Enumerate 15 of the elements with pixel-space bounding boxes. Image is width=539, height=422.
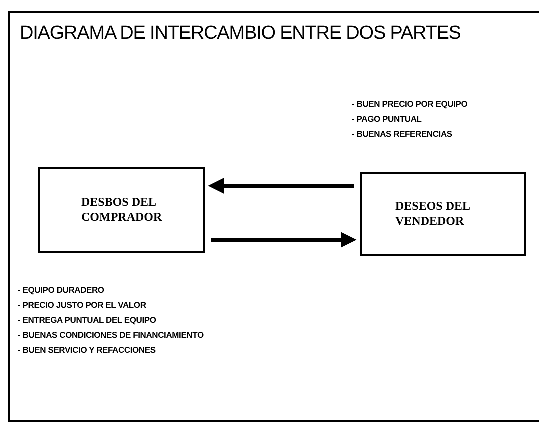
list-item: - EQUIPO DURADERO (18, 284, 106, 297)
box-label: DESEOS DEL VENDEDOR (396, 199, 471, 229)
list-item: - PRECIO JUSTO POR EL VALOR (18, 299, 148, 312)
list-item: - BUEN PRECIO POR EQUIPO (352, 98, 468, 111)
list-item: - BUEN SERVICIO Y REFACCIONES (18, 344, 157, 357)
process-box (38, 167, 205, 253)
list-item: - PAGO PUNTUAL (352, 113, 423, 126)
diagram-title: DIAGRAMA DE INTERCAMBIO ENTRE DOS PARTES (20, 23, 461, 45)
list-item: - BUENAS CONDICIONES DE FINANCIAMIENTO (18, 329, 204, 342)
arrow (208, 178, 354, 194)
list-item: - BUENAS REFERENCIAS (352, 128, 454, 141)
arrow (211, 232, 357, 248)
list-item: - ENTREGA PUNTUAL DEL EQUIPO (18, 314, 158, 327)
box-label: DESBOS DEL COMPRADOR (82, 195, 162, 225)
process-box (360, 172, 526, 256)
